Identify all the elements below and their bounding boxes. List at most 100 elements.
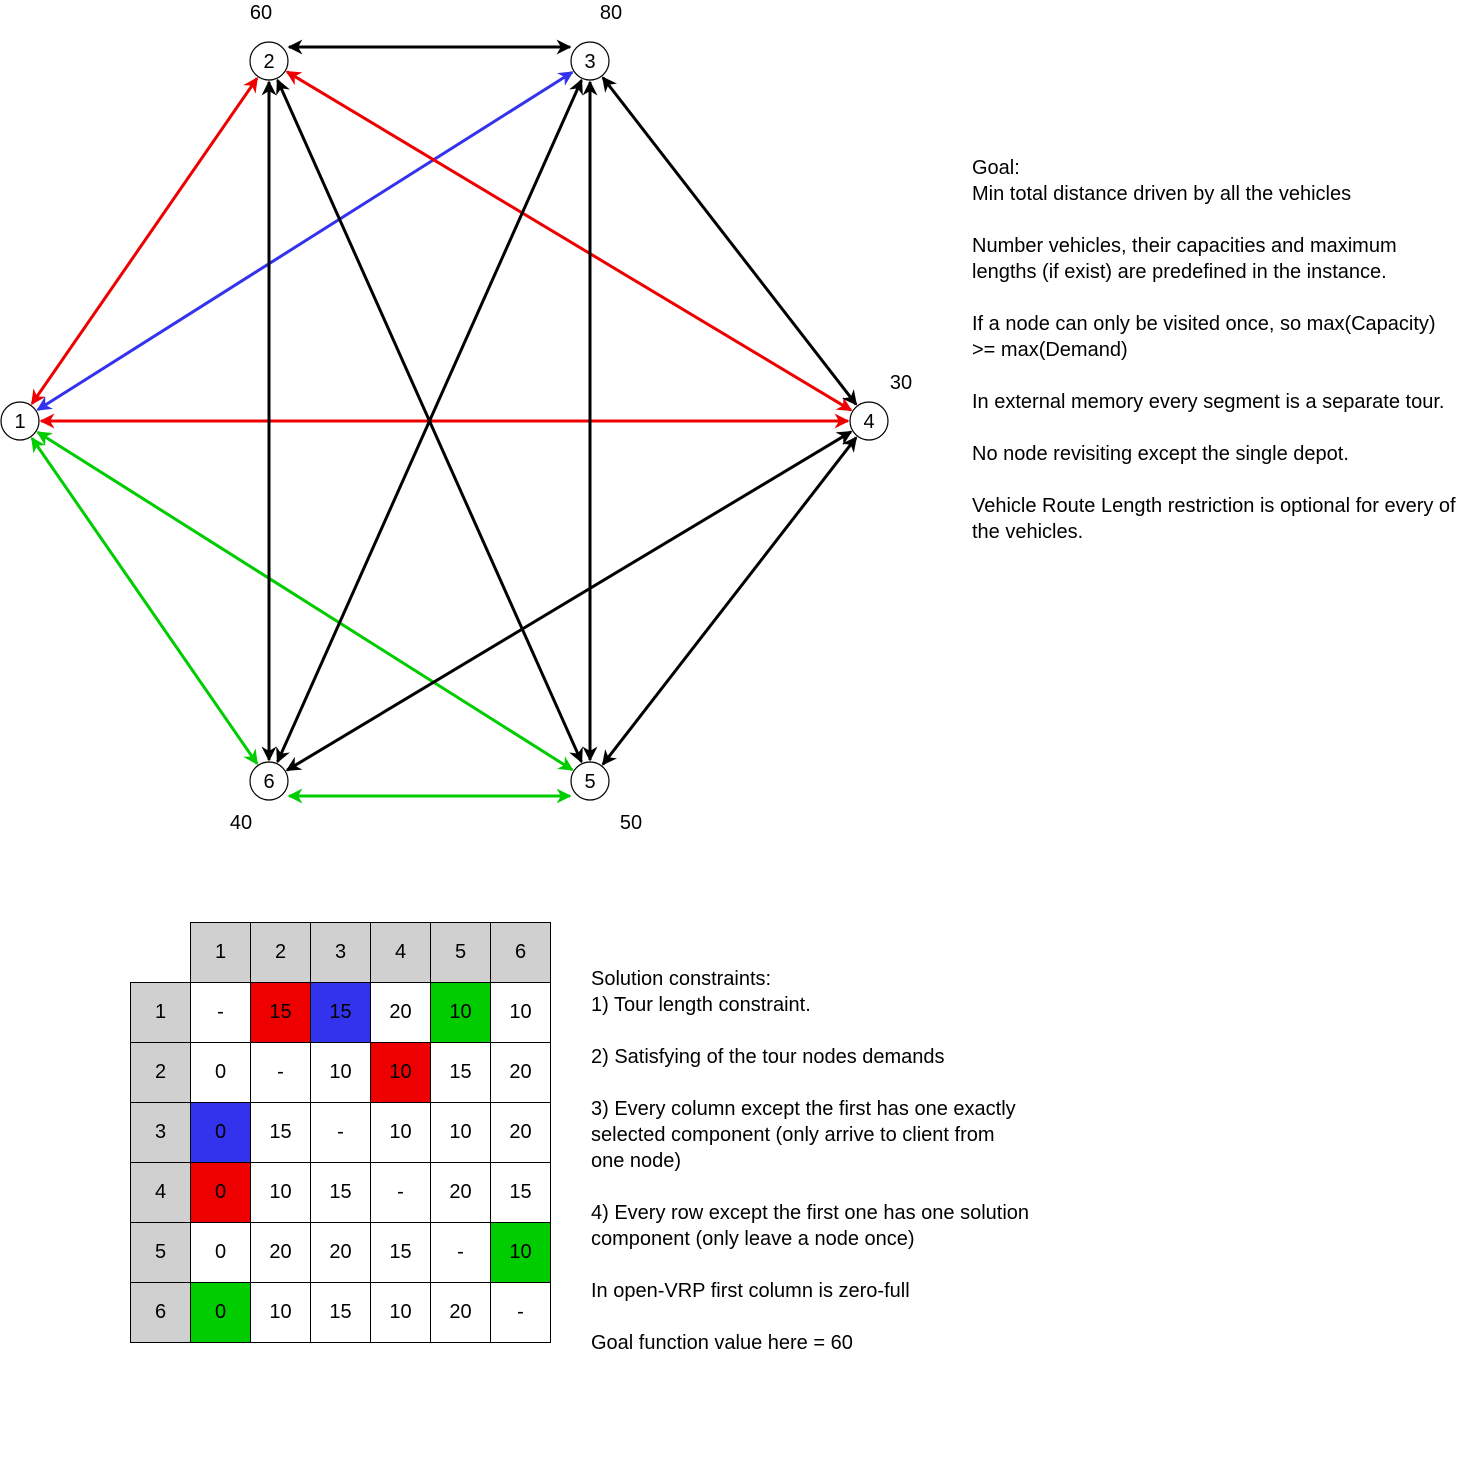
node-label: 2 <box>263 51 274 73</box>
matrix-row-header: 4 <box>130 1162 191 1223</box>
node-1: 1 <box>0 401 40 441</box>
matrix-cell: 10 <box>310 1042 371 1103</box>
constraint-note-4: 4) Every row except the first one has on… <box>591 1202 1030 1250</box>
constraint-note-5: In open-VRP first column is zero-full <box>591 1280 910 1302</box>
matrix-cell: 10 <box>370 1282 431 1343</box>
edge-3-4 <box>601 76 858 406</box>
node-circle <box>849 401 889 441</box>
matrix-cell: - <box>490 1282 551 1343</box>
matrix-col-header: 1 <box>190 922 251 983</box>
matrix-cell: - <box>370 1162 431 1223</box>
edge-4-6 <box>285 430 853 772</box>
matrix-corner <box>131 923 191 983</box>
node-label: 4 <box>863 411 874 433</box>
matrix-cell: 0 <box>190 1222 251 1283</box>
matrix-cell: 10 <box>370 1102 431 1163</box>
matrix-cell: 10 <box>250 1282 311 1343</box>
node-circle <box>0 401 40 441</box>
matrix-cell: 0 <box>190 1162 251 1223</box>
goal-note-5: No node revisiting except the single dep… <box>972 443 1349 465</box>
node-demand-4: 30 <box>890 372 912 394</box>
edge-1-2 <box>30 77 259 405</box>
node-circle <box>570 761 610 801</box>
node-demand-5: 50 <box>620 812 642 834</box>
nodes-layer: 1 2 3 4 5 6 <box>0 41 889 801</box>
edge-1-3 <box>36 70 574 412</box>
matrix-cell: 20 <box>490 1102 551 1163</box>
matrix-row-header: 6 <box>130 1282 191 1343</box>
matrix-cell: 20 <box>430 1162 491 1223</box>
matrix-cell: 0 <box>190 1282 251 1343</box>
matrix-cell: 15 <box>310 1282 371 1343</box>
goal-note-1: Goal: Min total distance driven by all t… <box>972 157 1352 205</box>
matrix-col-header: 3 <box>310 922 371 983</box>
constraint-note-6: Goal function value here = 60 <box>591 1332 853 1354</box>
matrix-cell: 10 <box>490 982 551 1043</box>
matrix-col-header: 5 <box>430 922 491 983</box>
matrix-cell: - <box>190 982 251 1043</box>
node-circle <box>249 41 289 81</box>
matrix-cell: - <box>310 1102 371 1163</box>
matrix-row-header: 3 <box>130 1102 191 1163</box>
node-demand-6: 40 <box>230 812 252 834</box>
matrix-row-header: 5 <box>130 1222 191 1283</box>
matrix-cell: 0 <box>190 1042 251 1103</box>
constraint-note-1: Solution constraints: 1) Tour length con… <box>591 968 811 1016</box>
matrix-col-header: 6 <box>490 922 551 983</box>
matrix-col-header: 2 <box>250 922 311 983</box>
matrix-cell: 15 <box>490 1162 551 1223</box>
node-label: 1 <box>14 411 25 433</box>
node-label: 5 <box>584 771 595 793</box>
node-demand-3: 80 <box>600 2 622 24</box>
matrix-cell: 10 <box>370 1042 431 1103</box>
matrix-cell: 20 <box>250 1222 311 1283</box>
matrix-cell: 15 <box>430 1042 491 1103</box>
goal-note-2: Number vehicles, their capacities and ma… <box>972 235 1397 283</box>
matrix-cell: 10 <box>430 982 491 1043</box>
node-label: 6 <box>263 771 274 793</box>
matrix-cell: 10 <box>250 1162 311 1223</box>
solution-constraints: Solution constraints: 1) Tour length con… <box>591 966 1031 1382</box>
matrix-cell: 0 <box>190 1102 251 1163</box>
matrix-cell: 15 <box>310 982 371 1043</box>
edge-1-5 <box>36 430 574 772</box>
matrix-row-header: 1 <box>130 982 191 1043</box>
matrix-cell: 10 <box>490 1222 551 1283</box>
matrix-cell: 20 <box>430 1282 491 1343</box>
matrix-cell: - <box>250 1042 311 1103</box>
matrix-cell: 15 <box>250 982 311 1043</box>
constraint-note-3: 3) Every column except the first has one… <box>591 1098 1016 1172</box>
goal-note-6: Vehicle Route Length restriction is opti… <box>972 495 1456 543</box>
node-circle <box>570 41 610 81</box>
matrix-cell: 10 <box>430 1102 491 1163</box>
node-6: 6 <box>249 761 289 801</box>
goal-notes: Goal: Min total distance driven by all t… <box>972 155 1462 571</box>
edge-1-6 <box>30 437 259 765</box>
node-3: 3 <box>570 41 610 81</box>
node-label: 3 <box>584 51 595 73</box>
node-circle <box>249 761 289 801</box>
matrix-cell: 15 <box>370 1222 431 1283</box>
edges-layer <box>30 39 858 804</box>
matrix-col-header: 4 <box>370 922 431 983</box>
matrix-cell: - <box>430 1222 491 1283</box>
goal-note-3: If a node can only be visited once, so m… <box>972 313 1436 361</box>
node-4: 4 <box>849 401 889 441</box>
edge-4-5 <box>601 436 858 766</box>
matrix-cell: 20 <box>310 1222 371 1283</box>
matrix-row-header: 2 <box>130 1042 191 1103</box>
edge-2-4 <box>285 70 853 412</box>
constraint-note-2: 2) Satisfying of the tour nodes demands <box>591 1046 945 1068</box>
node-5: 5 <box>570 761 610 801</box>
matrix-cell: 20 <box>370 982 431 1043</box>
